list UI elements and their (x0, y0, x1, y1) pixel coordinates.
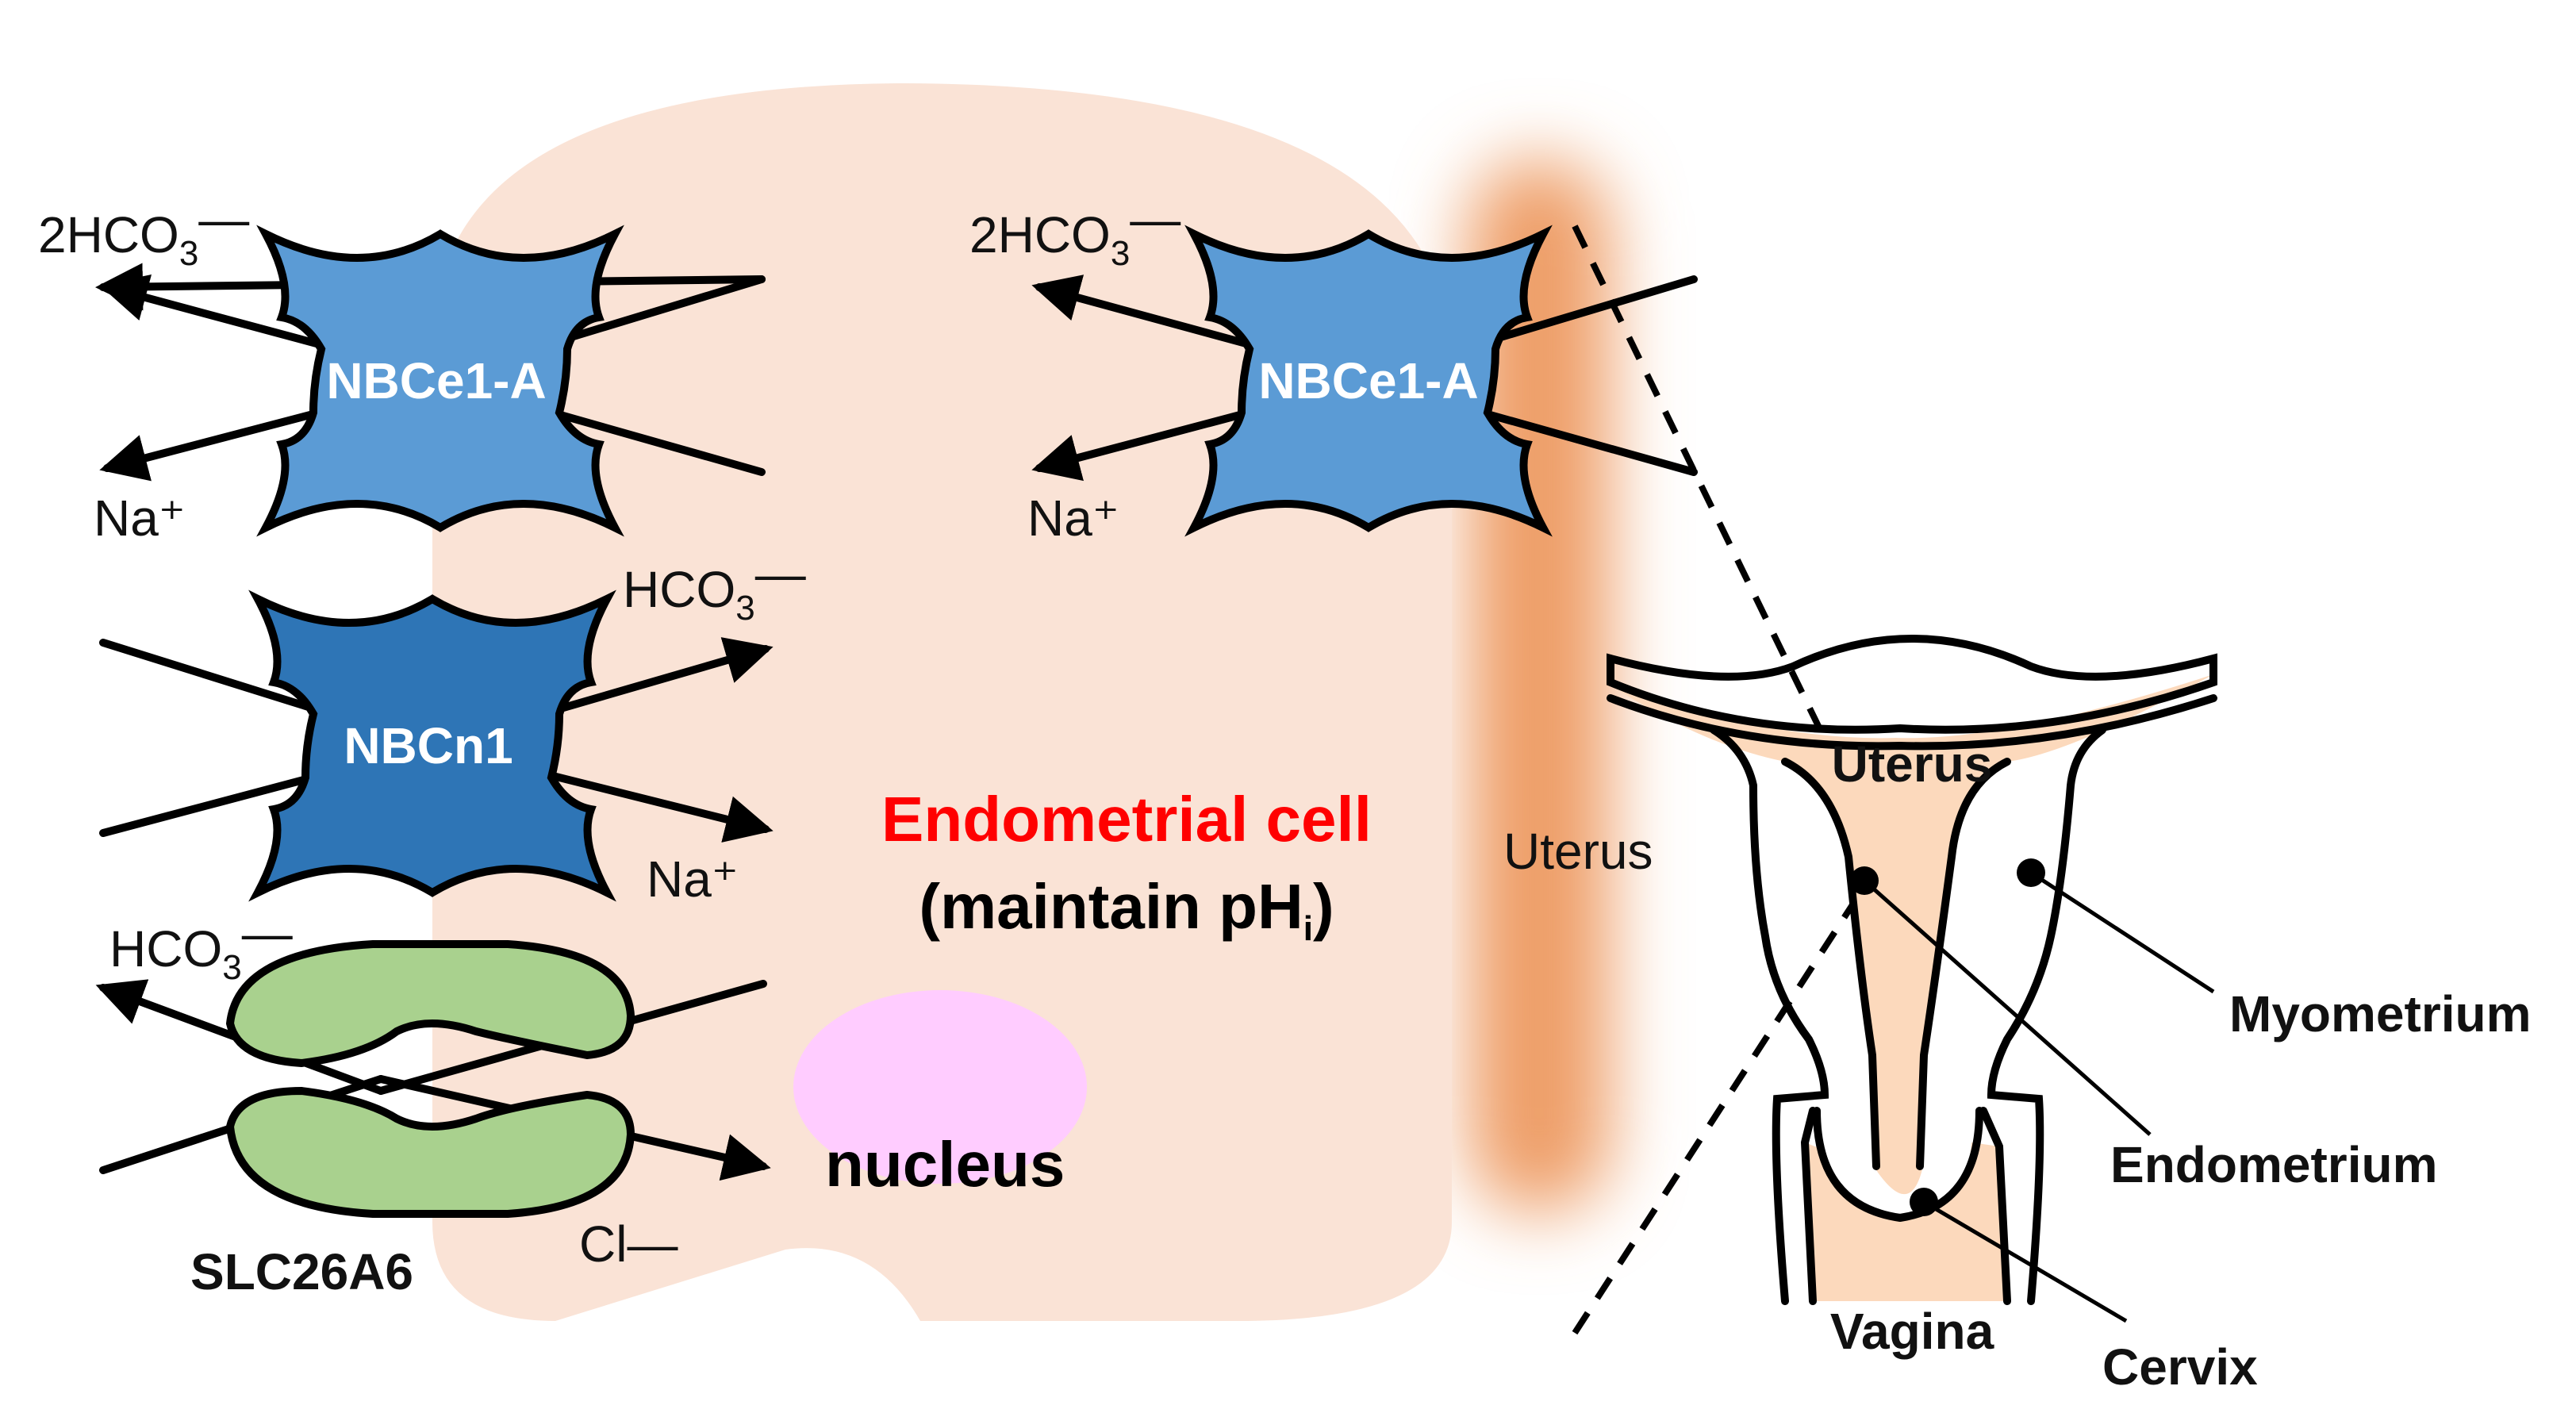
slc26a6-label: SLC26A6 (190, 1243, 413, 1300)
vagina-label: Vagina (1830, 1303, 1994, 1360)
subtitle-end: ) (1313, 871, 1334, 942)
fallopian-tube-inner-line (1607, 694, 2217, 751)
nbce1a-left-label: NBCe1-A (326, 352, 546, 409)
nbce1a-left-transporter: NBCe1-A 2HCO3— Na⁺ (38, 190, 766, 547)
myometrium-label: Myometrium (2229, 985, 2532, 1042)
endometrium-label: Endometrium (2110, 1136, 2437, 1193)
cervix-pointer (1922, 1200, 2128, 1323)
uterus-anatomy: Uterus Myometrium Endometrium Cervix Vag… (1607, 635, 2532, 1396)
uterus-outer-wall-right (1987, 726, 2106, 1305)
nucleus-label: nucleus (825, 1129, 1065, 1200)
slc-bicarbonate-label: HCO3— (109, 904, 293, 987)
uterus-tissue-label: Uterus (1503, 823, 1653, 880)
slc-bottom-lobe (225, 1086, 635, 1218)
endometrium-wall-right (1916, 758, 2011, 1170)
nucleus (793, 990, 1087, 1184)
nbcn1-sodium-label: Na⁺ (647, 850, 739, 908)
nbce1a-right-transporter: NBCe1-A 2HCO3— Na⁺ (969, 190, 1698, 547)
slc26a6-transporter: SLC26A6 HCO3— Cl— (95, 904, 771, 1300)
cervix-curve (1813, 1107, 1983, 1223)
cell-title: Endometrial cell (881, 784, 1372, 854)
endometrium-pointer (1863, 879, 2152, 1136)
subtitle-sub: i (1303, 909, 1313, 948)
myometrium-pointer (2029, 870, 2215, 994)
endometrium-region (1618, 674, 2213, 1195)
nbce1a-right-label: NBCe1-A (1258, 352, 1478, 409)
fallopian-tube-top (1607, 635, 2217, 734)
endometrial-cell-body (432, 83, 1452, 1321)
nbcn1-transporter: NBCn1 HCO3— Na⁺ (99, 545, 806, 908)
nbce1a-left-bicarbonate-label: 2HCO3— (38, 190, 249, 273)
uterus-label: Uterus (1832, 735, 1993, 793)
subtitle-main: (maintain pH (919, 871, 1303, 942)
slc-chloride-label: Cl— (579, 1215, 678, 1273)
cell-subtitle: (maintain pHi) (919, 871, 1334, 948)
nbce1a-left-sodium-label: Na⁺ (94, 490, 186, 547)
cervix-label: Cervix (2102, 1338, 2258, 1396)
zoom-dashed-line-bottom (1572, 890, 1864, 1335)
uterus-outer-wall-left (1710, 726, 1829, 1305)
nbcn1-label: NBCn1 (344, 717, 513, 774)
endometrium-wall-left (1781, 758, 1880, 1170)
nbcn1-bicarbonate-label: HCO3— (623, 545, 806, 628)
nbce1a-right-sodium-label: Na⁺ (1027, 490, 1119, 547)
vaginal-wall-left (1800, 1107, 1817, 1305)
slc-top-lobe (225, 940, 635, 1068)
zoom-dashed-line-top (1572, 225, 1879, 847)
nbce1a-right-bicarbonate-label: 2HCO3— (969, 190, 1181, 273)
